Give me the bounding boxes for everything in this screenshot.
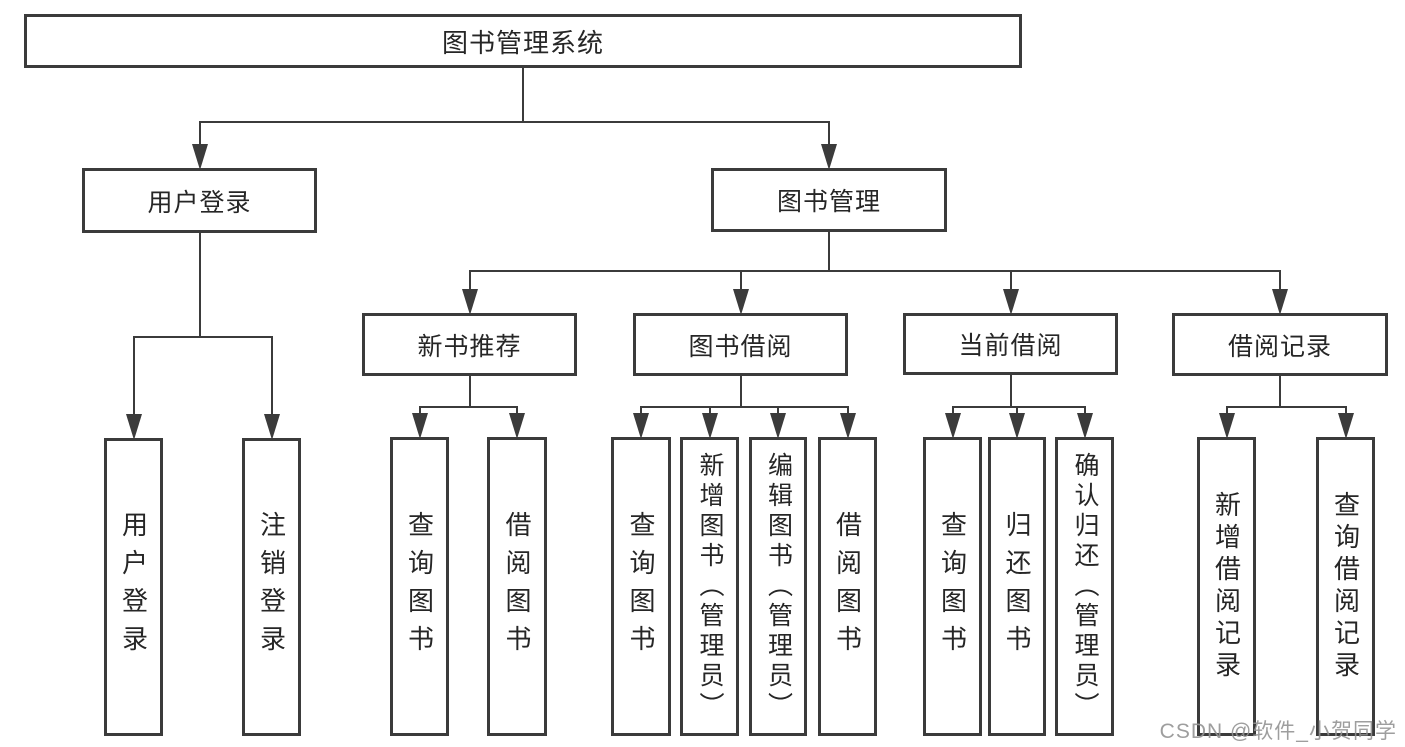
edge-stub-recommend — [468, 376, 471, 407]
edge-drop-current-query — [951, 407, 954, 415]
edge-drop-login-user — [132, 337, 135, 416]
node-records-query: 查询借阅记录 — [1316, 437, 1375, 736]
arrowhead-icon-records — [1272, 289, 1288, 315]
edge-drop-current-confirm — [1083, 407, 1086, 415]
arrowhead-icon-borrow — [732, 289, 749, 315]
arrowhead-icon-recommend-query — [411, 413, 428, 439]
edge-drop-recommend-query — [418, 407, 421, 415]
edge-stub-current — [1009, 375, 1012, 407]
edge-drop-current — [1009, 271, 1012, 291]
edge-drop-recommend-borrow — [516, 407, 518, 415]
arrowhead-icon-current-confirm — [1076, 413, 1093, 439]
node-root: 图书管理系统 — [24, 14, 1022, 68]
edge-drop-recommend — [468, 271, 471, 291]
edge-stub-mgmt — [828, 232, 830, 271]
node-borrow-borrow: 借阅图书 — [818, 437, 877, 736]
node-current-confirm: 确认归还（管理员） — [1055, 437, 1114, 736]
arrowhead-icon-login-logout — [263, 414, 280, 440]
node-login: 用户登录 — [82, 168, 317, 233]
arrowhead-icon-borrow-borrow — [839, 413, 856, 439]
arrowhead-icon-records-query — [1337, 413, 1354, 439]
edge-drop-borrow-query — [640, 407, 642, 415]
edge-drop-records — [1279, 271, 1281, 291]
arrowhead-icon-recommend-borrow — [509, 413, 525, 439]
node-recommend: 新书推荐 — [362, 313, 577, 376]
edge-drop-borrow-borrow — [846, 407, 849, 415]
arrowhead-icon-current-return — [1009, 413, 1025, 439]
edge-drop-mgmt — [828, 122, 830, 146]
node-borrow-add: 新增图书（管理员） — [680, 437, 739, 736]
edge-branch-borrow — [640, 406, 849, 408]
arrowhead-icon-borrow-add — [701, 413, 718, 439]
node-current-query: 查询图书 — [923, 437, 982, 736]
node-current-return: 归还图书 — [988, 437, 1046, 736]
edge-stub-root — [522, 68, 524, 122]
edge-drop-current-return — [1016, 407, 1018, 415]
edge-branch-records — [1225, 406, 1347, 408]
arrowhead-icon-current — [1002, 289, 1019, 315]
edge-drop-records-query — [1344, 407, 1347, 415]
node-borrow-edit: 编辑图书（管理员） — [749, 437, 807, 736]
arrowhead-icon-login — [191, 144, 208, 170]
arrowhead-icon-mgmt — [821, 144, 837, 170]
edge-stub-login — [198, 233, 201, 337]
edge-drop-login-logout — [270, 337, 273, 416]
node-recommend-borrow: 借阅图书 — [487, 437, 547, 736]
edge-stub-records — [1279, 376, 1281, 407]
node-records: 借阅记录 — [1172, 313, 1388, 376]
node-borrow: 图书借阅 — [633, 313, 848, 376]
node-login-user: 用户登录 — [104, 438, 163, 736]
edge-drop-records-add — [1225, 407, 1228, 415]
arrowhead-icon-recommend — [461, 289, 478, 315]
node-borrow-query: 查询图书 — [611, 437, 671, 736]
arrowhead-icon-borrow-edit — [770, 413, 786, 439]
edge-branch-current — [951, 406, 1086, 408]
node-recommend-query: 查询图书 — [390, 437, 449, 736]
node-current: 当前借阅 — [903, 313, 1118, 375]
edge-branch-login — [132, 336, 273, 338]
arrowhead-icon-login-user — [125, 414, 142, 440]
edge-branch-root — [198, 121, 830, 123]
arrowhead-icon-records-add — [1218, 413, 1235, 439]
edge-branch-mgmt — [468, 270, 1281, 272]
arrowhead-icon-borrow-query — [633, 413, 649, 439]
edge-drop-borrow — [739, 271, 742, 291]
arrowhead-icon-current-query — [944, 413, 961, 439]
edge-branch-recommend — [418, 406, 518, 408]
node-login-logout: 注销登录 — [242, 438, 301, 736]
edge-drop-borrow-edit — [777, 407, 779, 415]
csdn-watermark: CSDN @软件_小贺同学 — [1159, 720, 1397, 743]
node-mgmt: 图书管理 — [711, 168, 947, 232]
edge-drop-login — [198, 122, 201, 146]
node-records-add: 新增借阅记录 — [1197, 437, 1256, 736]
edge-stub-borrow — [739, 376, 742, 407]
edge-drop-borrow-add — [708, 407, 711, 415]
